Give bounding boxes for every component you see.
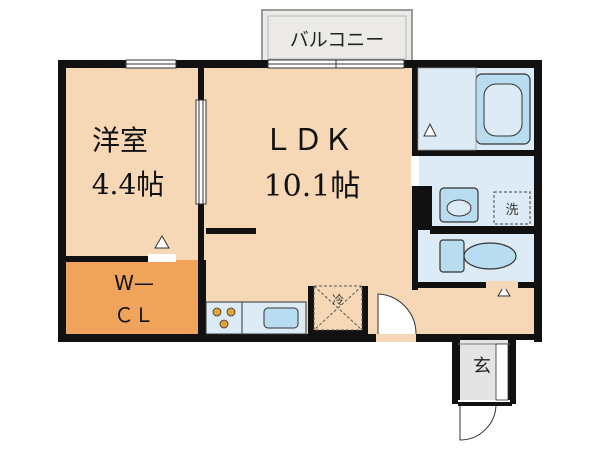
wall-ldk-wet-upper: [412, 66, 418, 156]
laundry-mark: 洗: [505, 203, 518, 218]
western-room-size: 4.4帖: [92, 168, 165, 201]
sliding-door-frame: [195, 99, 207, 205]
toilet-tank: [439, 239, 465, 273]
stove: [205, 301, 243, 335]
wall-toilet-hall: [418, 282, 536, 288]
windows: [125, 59, 405, 69]
sliding-partition: [195, 99, 207, 205]
wall-bottom: [58, 334, 458, 342]
wall-washroom-toilet: [430, 226, 536, 234]
front-door: [376, 293, 512, 441]
wall-ldk-wet-lower: [412, 186, 432, 230]
burner-3: [219, 319, 229, 329]
wall-ldk-wet-bottom: [412, 230, 418, 290]
balcony: バルコニー: [261, 9, 413, 66]
toilet-room: [439, 239, 518, 297]
ldk-name: ＬＤＫ: [263, 123, 353, 158]
hallway-floor: [416, 286, 536, 340]
shoe-cabinet: [495, 343, 509, 401]
fridge-mark: 冷: [332, 293, 344, 307]
wall-closet-ldk: [198, 260, 206, 336]
washroom-opening: [411, 156, 419, 186]
balcony-inner-edge: [267, 15, 407, 60]
wall-left: [58, 60, 66, 340]
shower-area: [417, 67, 477, 151]
closet-label-line1: W—: [114, 271, 154, 295]
kitchen-sink: [263, 307, 299, 329]
washroom: 洗: [439, 187, 531, 225]
balcony-label: バルコニー: [290, 29, 385, 51]
burner-2: [226, 307, 236, 317]
bathroom: [417, 67, 531, 151]
burner-1: [212, 307, 222, 317]
closet-door: [148, 235, 176, 262]
kitchen: [205, 301, 307, 335]
entrance-label: 玄: [473, 356, 491, 377]
closet-door-marker: [154, 235, 170, 249]
closet-opening: [148, 254, 176, 262]
door-swing-entrance: [459, 403, 497, 441]
fridge-diagonal-b: [313, 285, 363, 331]
western-room-name: 洋室: [92, 124, 148, 157]
toilet-door-marker: [497, 285, 511, 297]
wall-bottom-right: [416, 334, 542, 340]
ldk-size: 10.1帖: [264, 169, 361, 204]
wash-basin-bowl: [446, 199, 472, 217]
wall-stub: [206, 228, 256, 234]
western-room-floor: [64, 66, 204, 260]
washroom-door-marker: [423, 122, 437, 137]
closet-label-line2: ＣＬ: [114, 303, 154, 327]
toilet-opening: [486, 281, 518, 289]
wall-right: [534, 60, 542, 342]
front-door-opening: [376, 332, 416, 342]
entrance-threshold: [458, 402, 512, 406]
fridge-space: 冷: [313, 285, 363, 331]
laundry-space: [493, 191, 531, 225]
wall-bath-washroom: [418, 150, 536, 156]
wall-closet-top: [64, 256, 160, 262]
door-swing-ldk: [377, 293, 417, 335]
wall-entrance-right: [508, 336, 516, 404]
walk-in-closet-floor: [64, 260, 204, 334]
wall-entrance-left: [452, 336, 460, 404]
toilet-bowl: [463, 242, 517, 270]
bathtub-basin: [483, 83, 523, 137]
